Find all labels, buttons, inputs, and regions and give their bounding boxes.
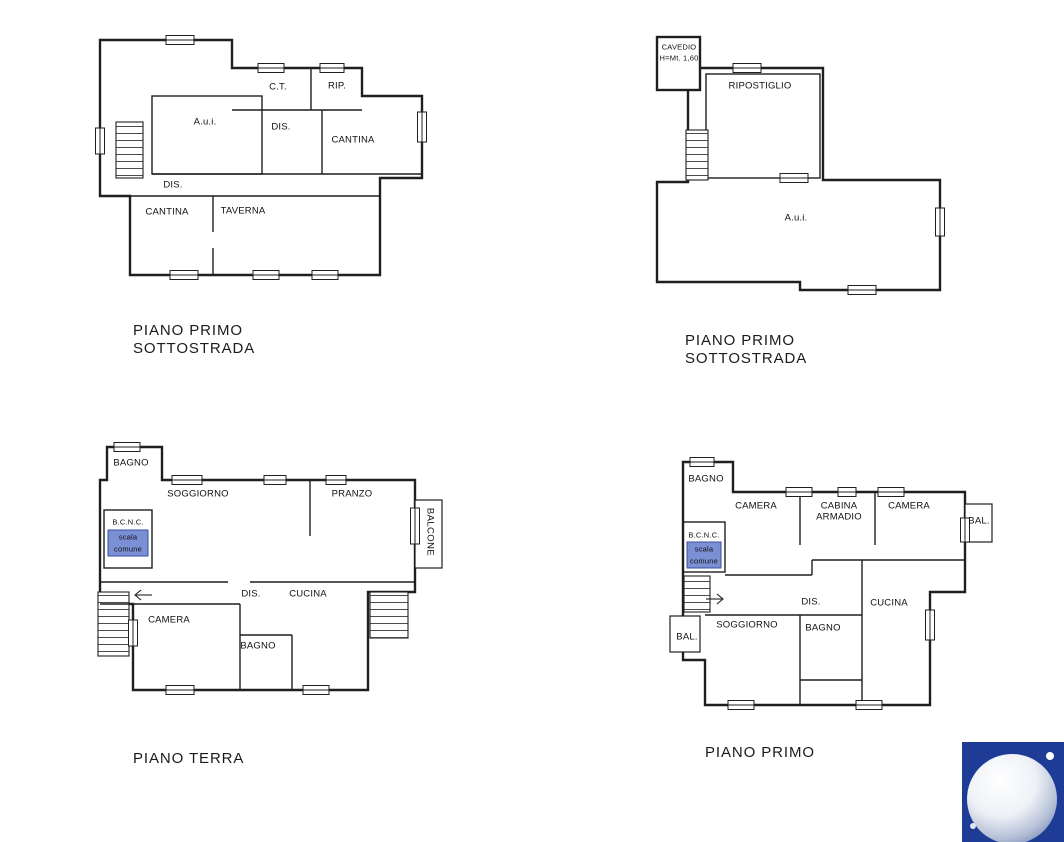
stair-direction-arrow: [706, 593, 724, 605]
room-label-scala: scala: [694, 544, 714, 554]
room-label-bal: BAL.: [676, 631, 698, 643]
room-label-dis: DIS.: [241, 588, 261, 600]
room-label-soggiorno: SOGGIORNO: [167, 488, 229, 500]
room-label-camera: CAMERA: [735, 500, 777, 512]
stairs-hatch: [97, 591, 130, 657]
room-label-bal: BAL.: [968, 515, 990, 527]
common-stair-blue: [107, 529, 149, 557]
room-label-dis: DIS.: [271, 121, 291, 133]
room-label-bagno: BAGNO: [688, 473, 724, 485]
room-label-cucina: CUCINA: [289, 588, 327, 600]
room-label-dis: DIS.: [801, 596, 821, 608]
room-label-taverna: TAVERNA: [220, 205, 266, 217]
caption-line: PIANO PRIMO: [705, 744, 815, 761]
room-label-comune: comune: [690, 556, 718, 566]
plan1-window-markers: [95, 35, 427, 280]
caption-line: PIANO TERRA: [133, 750, 245, 767]
caption-line: PIANO PRIMO: [133, 322, 243, 339]
room-label-comune: comune: [114, 544, 142, 554]
caption-line: SOTTOSTRADA: [685, 349, 808, 367]
caption-line: PIANO PRIMO: [685, 332, 795, 349]
stairs-hatch: [369, 591, 409, 639]
room-label-rip: RIP.: [327, 80, 347, 92]
room-label-camera: CAMERA: [888, 500, 930, 512]
stairs-hatch: [685, 129, 709, 181]
common-stair-blue: [686, 541, 722, 569]
room-label-ct: C.T.: [269, 81, 287, 93]
plan3-caption: PIANO TERRA: [133, 750, 244, 768]
room-label-aui: A.u.i.: [193, 116, 217, 128]
room-label-dis: DIS.: [163, 179, 183, 191]
room-label-pranzo: PRANZO: [331, 488, 373, 500]
room-label-cantina: CANTINA: [331, 134, 375, 146]
room-label-scala: scala: [118, 532, 138, 542]
plan2-caption: PIANO PRIMO SOTTOSTRADA: [685, 332, 807, 367]
room-label-cabina: CABINA: [820, 500, 858, 512]
plan1-caption: PIANO PRIMO SOTTOSTRADA: [133, 322, 255, 357]
room-label-cavedio: CAVEDIO: [661, 42, 697, 52]
plan4-walls: [669, 460, 993, 707]
plan4-window-markers: [689, 457, 970, 710]
plan2-walls: [655, 35, 942, 292]
room-label-cucina: CUCINA: [870, 597, 908, 609]
room-label-ripostiglio: RIPOSTIGLIO: [728, 80, 792, 92]
stairs-hatch: [115, 121, 144, 179]
plan4-caption: PIANO PRIMO: [705, 744, 815, 762]
stair-direction-arrow: [134, 589, 152, 601]
plan3-walls: [97, 445, 443, 692]
room-label-balcone: BALCONE: [424, 507, 436, 557]
room-label-cantina: CANTINA: [145, 206, 189, 218]
room-label-bagno: BAGNO: [240, 640, 276, 652]
room-label-bagno: BAGNO: [113, 457, 149, 469]
room-label-cavedio-height: H=Mt. 1,60: [659, 53, 699, 63]
agency-logo: [962, 742, 1064, 842]
logo-sphere-icon: [962, 742, 1064, 842]
room-label-soggiorno: SOGGIORNO: [716, 619, 778, 631]
room-label-aui: A.u.i.: [784, 212, 808, 224]
room-label-bagno: BAGNO: [805, 622, 841, 634]
room-label-bcnc: B.C.N.C.: [112, 517, 144, 527]
plan3-window-markers: [113, 442, 420, 695]
plan1-walls: [98, 38, 424, 277]
room-label-armadio: ARMADIO: [816, 511, 862, 523]
room-label-camera: CAMERA: [148, 614, 190, 626]
stairs-hatch: [683, 575, 711, 613]
caption-line: SOTTOSTRADA: [133, 339, 256, 357]
room-label-bcnc: B.C.N.C.: [688, 530, 720, 540]
balcony-outline: [669, 615, 701, 653]
plan2-window-markers: [732, 63, 945, 295]
